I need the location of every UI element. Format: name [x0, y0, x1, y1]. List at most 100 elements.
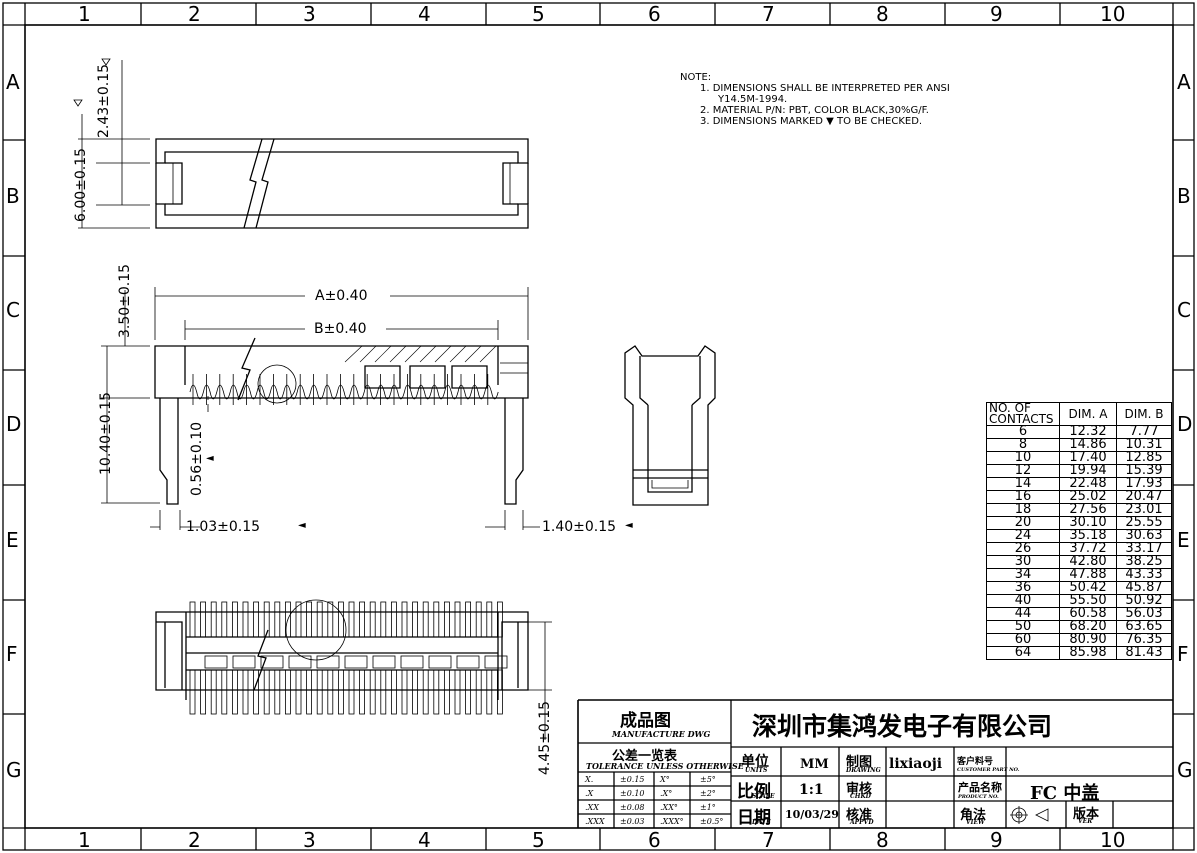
unit-value: MM	[800, 757, 829, 772]
tolerance-cell: ±5°	[700, 775, 716, 784]
dim-a-cell: 60.58	[1059, 607, 1117, 621]
tolerance-cell: .XXX	[585, 817, 605, 826]
dim-2-43: 2.43±0.15	[96, 63, 112, 138]
bottom-grid-number-2: 2	[188, 828, 201, 852]
contacts-cell: 60	[986, 633, 1060, 647]
contacts-cell: 40	[986, 594, 1060, 608]
note-line-4: 3. DIMENSIONS MARKED ▼ TO BE CHECKED.	[700, 116, 923, 127]
dim-A: A±0.40	[315, 288, 368, 304]
version-label: 版本	[1073, 807, 1100, 822]
bottom-grid-number-1: 1	[78, 828, 91, 852]
notes-block: NOTE: 1. DIMENSIONS SHALL BE INTERPRETED…	[680, 72, 950, 127]
dim-1-03: 1.03±0.15	[186, 519, 261, 535]
dim-6-00: 6.00±0.15	[73, 147, 89, 222]
left-grid-letter-3: C	[6, 298, 20, 322]
right-grid-letter-3: C	[1177, 298, 1191, 322]
top-grid-number-9: 9	[990, 2, 1003, 26]
dim-b-cell: 50.92	[1116, 594, 1172, 608]
top-grid-number-6: 6	[648, 2, 661, 26]
left-grid-letter-6: F	[6, 642, 18, 666]
note-line-2: Y14.5M-1994.	[718, 94, 788, 105]
note-line-3: 2. MATERIAL P/N: PBT, COLOR BLACK,30%G/F…	[700, 105, 929, 116]
header-contacts: NO. OF CONTACTS	[986, 402, 1060, 426]
drawing-label-en: DRAWING	[846, 767, 881, 774]
dim-b-cell: 12.85	[1116, 451, 1172, 465]
contacts-cell: 64	[986, 646, 1060, 660]
approve-label-en: APPVD	[850, 819, 874, 826]
title-block	[577, 699, 1173, 828]
contacts-cell: 34	[986, 568, 1060, 582]
right-grid-letter-5: E	[1177, 528, 1190, 552]
dim-a-cell: 80.90	[1059, 633, 1117, 647]
header-dim-a: DIM. A	[1059, 402, 1117, 426]
top-grid-number-2: 2	[188, 2, 201, 26]
customer-pn-label: 客户料号	[957, 757, 994, 767]
unit-label-en: UNITS	[745, 767, 768, 774]
border-ticks	[3, 3, 1194, 850]
notes-title: NOTE:	[680, 72, 712, 83]
dim-b-cell: 76.35	[1116, 633, 1172, 647]
inner-frame	[24, 24, 1174, 829]
tolerance-cell: ±0.5°	[700, 817, 724, 826]
top-grid-number-3: 3	[303, 2, 316, 26]
note-line-1: 1. DIMENSIONS SHALL BE INTERPRETED PER A…	[700, 83, 950, 94]
bottom-grid-number-10: 10	[1100, 828, 1126, 852]
view-label: 角法	[960, 808, 987, 823]
bottom-grid-number-6: 6	[648, 828, 661, 852]
dim-10-40: 10.40±0.15	[98, 392, 114, 475]
side-view	[624, 345, 716, 506]
tolerance-cell: X.	[585, 775, 594, 784]
tolerance-cell: .X	[585, 789, 594, 798]
check-label-en: CHKD	[850, 793, 871, 800]
product-name: FC 中盖	[1030, 783, 1100, 804]
bottom-grid-number-3: 3	[303, 828, 316, 852]
top-grid-number-5: 5	[532, 2, 545, 26]
dim-b-cell: 81.43	[1116, 646, 1172, 660]
scale-label-en: SCALE	[752, 793, 775, 800]
tolerance-cell: ±0.15	[620, 775, 645, 784]
right-grid-letter-2: B	[1177, 184, 1191, 208]
tolerance-en: TOLERANCE UNLESS OTHERWISE	[586, 761, 744, 771]
right-grid-letter-6: F	[1177, 642, 1189, 666]
unit-label: 单位	[741, 754, 769, 770]
product-name-en: PRODUCT NO.	[958, 794, 999, 800]
dim-B: B±0.40	[314, 321, 367, 337]
bottom-grid-number-5: 5	[532, 828, 545, 852]
drawing-label: 制图	[846, 755, 873, 770]
dim-a-cell: 85.98	[1059, 646, 1117, 660]
tolerance-cell: X°	[660, 775, 670, 784]
drawer-name: lixiaoji	[889, 756, 943, 772]
tolerance-cell: ±1°	[700, 803, 716, 812]
view-label-en: VIEW	[966, 819, 985, 826]
contacts-cell: 24	[986, 529, 1060, 543]
dim-4-45: 4.45±0.15	[537, 700, 553, 775]
top-grid-number-4: 4	[418, 2, 431, 26]
dim-1-40: 1.40±0.15	[542, 519, 617, 535]
scale-label: 比例	[737, 782, 771, 802]
top-grid-number-10: 10	[1100, 2, 1126, 26]
right-grid-letter-4: D	[1177, 412, 1193, 436]
product-name-label: 产品名称	[958, 781, 1002, 794]
left-grid-letter-4: D	[6, 412, 22, 436]
left-grid-letter-5: E	[6, 528, 19, 552]
bottom-view	[155, 599, 552, 740]
customer-pn-en: CUSTOMER PART NO.	[957, 767, 1020, 773]
tolerance-cell: ±0.10	[620, 789, 645, 798]
check-mark-103: ◄	[298, 520, 306, 531]
right-grid-letter-1: A	[1177, 70, 1191, 94]
bottom-grid-number-9: 9	[990, 828, 1003, 852]
front-view	[101, 287, 540, 530]
dim-a-cell: 37.72	[1059, 542, 1117, 556]
